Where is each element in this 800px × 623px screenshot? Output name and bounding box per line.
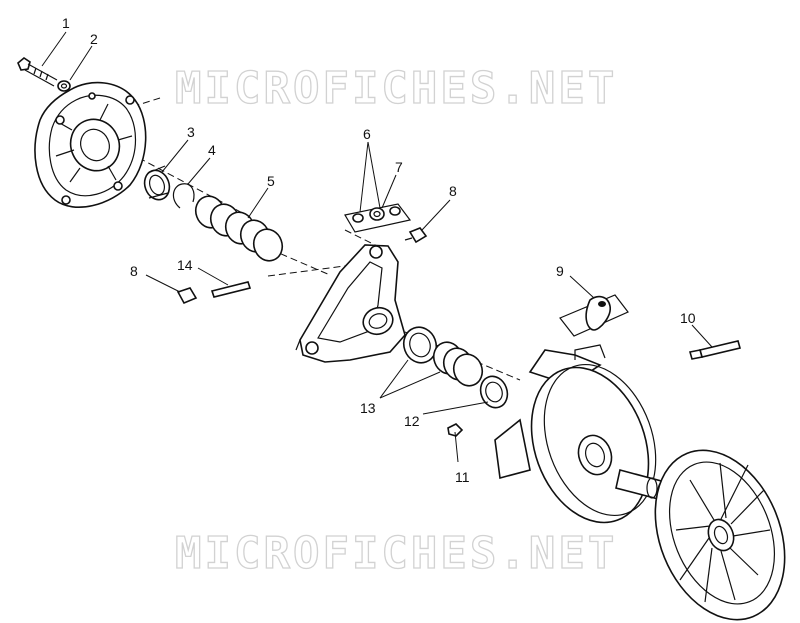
watermark-top: MICROFICHES.NET	[175, 63, 617, 114]
retaining-ring-part	[172, 183, 195, 209]
roller-clip-part	[559, 294, 629, 337]
callout-7: 7	[395, 159, 403, 175]
callout-8-left: 8	[130, 263, 138, 279]
bushing-part	[143, 165, 171, 201]
callout-2: 2	[90, 31, 98, 47]
callout-5: 5	[267, 173, 275, 189]
cap-nut-left-part	[176, 287, 198, 305]
washer-part	[57, 80, 71, 92]
shaft-pin-part	[688, 340, 741, 360]
roller-set-part	[344, 203, 412, 233]
callout-3: 3	[187, 124, 195, 140]
bushing-small-part	[479, 375, 509, 409]
moveable-sheave-part	[494, 344, 657, 524]
pin-part	[210, 281, 252, 298]
callout-14: 14	[177, 257, 193, 273]
watermark-bottom: MICROFICHES.NET	[175, 528, 617, 579]
washer-spring-set-part	[402, 326, 484, 387]
callout-8-upper: 8	[449, 183, 457, 199]
cover-plate-part	[34, 81, 147, 208]
fixed-sheave-part	[654, 449, 786, 621]
callout-9: 9	[556, 263, 564, 279]
bolt-part	[17, 57, 58, 87]
callout-1: 1	[62, 15, 70, 31]
callout-13: 13	[360, 400, 376, 416]
callout-11: 11	[455, 469, 470, 485]
leader-lines	[41, 31, 713, 463]
callout-10: 10	[680, 310, 696, 326]
callout-12: 12	[404, 413, 420, 429]
cap-nut-upper-part	[404, 227, 428, 244]
callout-numbers: 1 2 3 4 5 6 7 8 8 9 10 11 12 13 14	[62, 15, 696, 485]
spider-arm-part	[295, 244, 406, 363]
callout-6: 6	[363, 126, 371, 142]
spring-part	[194, 195, 284, 262]
small-nut-part	[447, 423, 464, 437]
callout-4: 4	[208, 142, 216, 158]
